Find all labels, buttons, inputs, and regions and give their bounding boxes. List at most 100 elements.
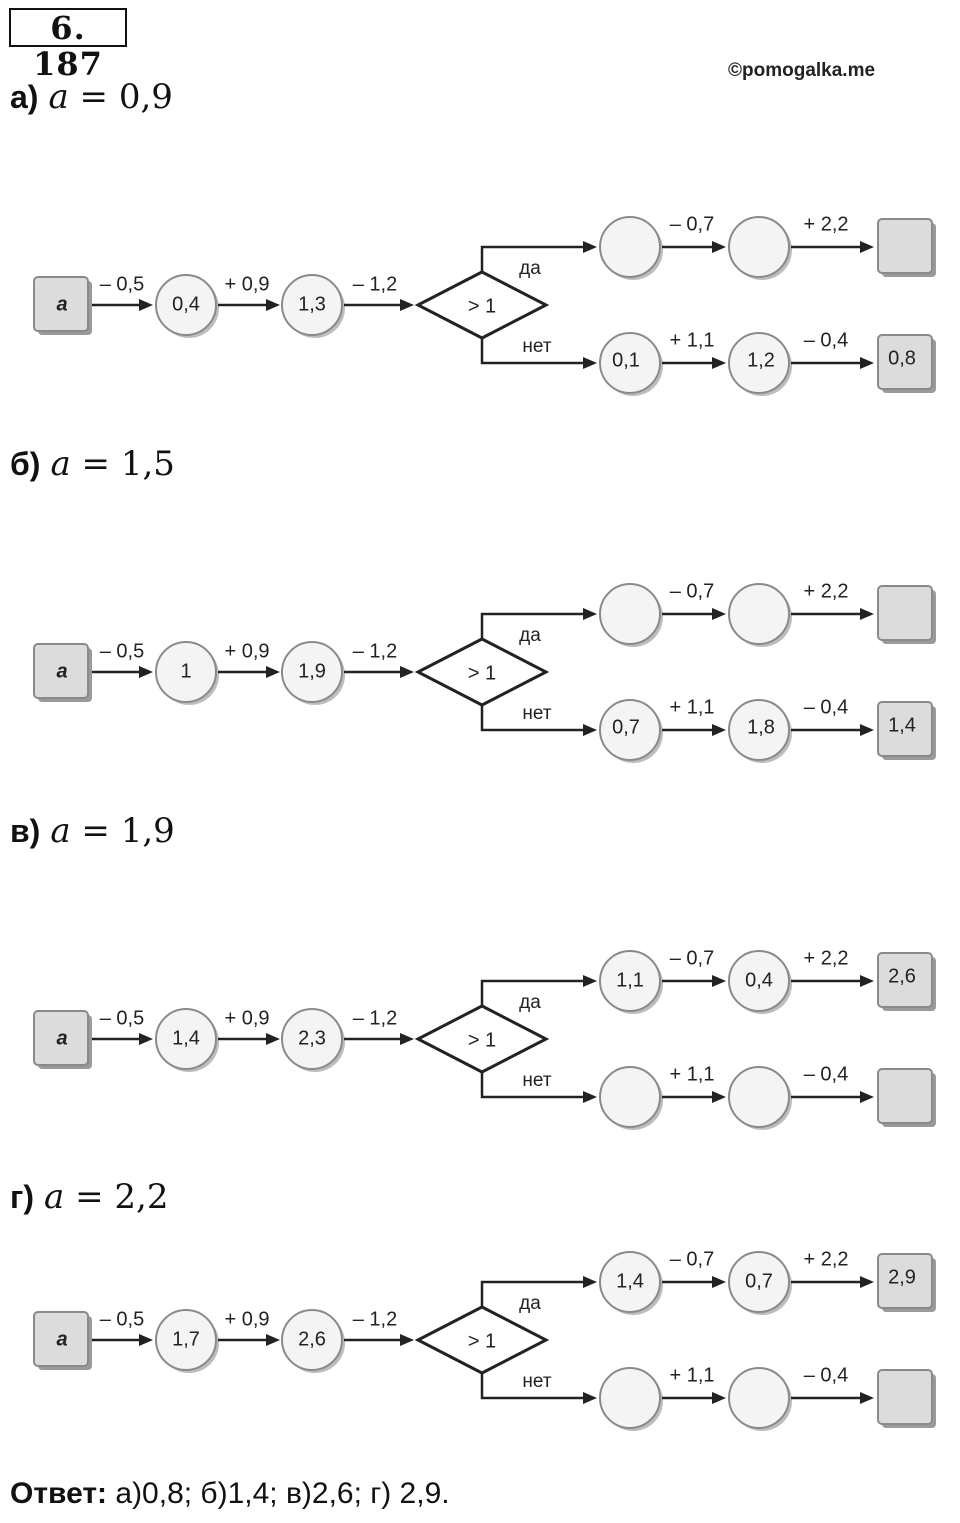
value-2: 2,3 <box>298 1027 326 1049</box>
yes-value-1: 1,1 <box>616 969 644 991</box>
watermark: ©pomogalka.me <box>728 60 876 81</box>
no-circle-2 <box>728 1066 790 1128</box>
variable-symbol: a <box>50 811 71 851</box>
a-value: 1,5 <box>120 444 175 484</box>
operation-label: + 2,2 <box>803 947 848 969</box>
yes-result-box <box>877 585 933 641</box>
operation-label: + 2,2 <box>803 1248 848 1270</box>
operation-label: + 0,9 <box>224 273 269 295</box>
branch-yes-label: да <box>519 992 541 1013</box>
operation-label: – 0,7 <box>670 1248 714 1270</box>
operation-label: – 0,5 <box>100 1308 144 1330</box>
operation-label: – 0,7 <box>670 213 714 235</box>
value-circle-1 <box>155 1309 217 1371</box>
yes-circle-2 <box>728 583 790 645</box>
no-circle-1 <box>599 1066 661 1128</box>
operation-label: + 1,1 <box>669 1063 714 1085</box>
yes-circle-2 <box>728 216 790 278</box>
yes-result: 2,9 <box>888 1266 916 1288</box>
variable-symbol: a <box>44 1177 65 1217</box>
part-letter: в) <box>10 813 41 849</box>
a-value: 0,9 <box>118 77 173 117</box>
part-a-header: а) a = 0,9 <box>10 77 173 117</box>
answer-label: Ответ: <box>10 1477 108 1510</box>
condition-label: > 1 <box>468 662 496 684</box>
operation-label: + 1,1 <box>669 696 714 718</box>
yes-circle-1 <box>599 1251 661 1313</box>
operation-label: + 0,9 <box>224 1308 269 1330</box>
value-2: 1,9 <box>298 660 326 682</box>
start-box <box>33 276 89 332</box>
operation-label: – 0,7 <box>670 947 714 969</box>
no-result-box <box>877 701 933 757</box>
no-value-1: 0,1 <box>612 349 640 371</box>
value-1: 1,4 <box>172 1027 200 1049</box>
yes-result-box <box>877 952 933 1008</box>
yes-value-2: 0,7 <box>745 1270 773 1292</box>
operation-label: + 1,1 <box>669 1364 714 1386</box>
yes-circle-1 <box>599 583 661 645</box>
branch-yes-label: да <box>519 258 541 279</box>
branch-yes-label: да <box>519 1293 541 1314</box>
value-circle-1 <box>155 1008 217 1070</box>
no-result: 1,4 <box>888 714 916 736</box>
operation-label: + 0,9 <box>224 1007 269 1029</box>
yes-value-2: 0,4 <box>745 969 773 991</box>
operation-label: + 0,9 <box>224 640 269 662</box>
operation-label: – 0,4 <box>804 696 848 718</box>
no-result-box <box>877 334 933 390</box>
operation-label: – 0,5 <box>100 273 144 295</box>
condition-diamond <box>414 637 550 707</box>
start-box <box>33 1311 89 1367</box>
operation-label: – 0,4 <box>804 1364 848 1386</box>
operation-label: – 0,4 <box>804 329 848 351</box>
a-value: 1,9 <box>120 811 175 851</box>
start-label: a <box>56 1027 67 1049</box>
yes-result-box <box>877 218 933 274</box>
no-result-box <box>877 1369 933 1425</box>
start-label: a <box>56 293 67 315</box>
part-letter: г) <box>10 1179 34 1215</box>
no-circle-1 <box>599 1367 661 1429</box>
no-value-2: 1,2 <box>747 349 775 371</box>
condition-diamond <box>414 1004 550 1074</box>
value-circle-2 <box>281 274 343 336</box>
branch-no-label: нет <box>522 1070 551 1091</box>
no-circle-1 <box>599 699 661 761</box>
yes-circle-1 <box>599 216 661 278</box>
start-label: a <box>56 660 67 682</box>
value-2: 2,6 <box>298 1328 326 1350</box>
task-number: 6. 187 <box>9 8 127 82</box>
variable-symbol: a <box>48 77 69 117</box>
value-1: 1,7 <box>172 1328 200 1350</box>
condition-diamond <box>414 1305 550 1375</box>
condition-label: > 1 <box>468 295 496 317</box>
operation-label: – 0,5 <box>100 640 144 662</box>
operation-label: – 1,2 <box>353 1007 397 1029</box>
branch-no-label: нет <box>522 336 551 357</box>
part-d-header: г) a = 2,2 <box>10 1177 169 1217</box>
yes-result: 2,6 <box>888 965 916 987</box>
yes-circle-2 <box>728 1251 790 1313</box>
operation-label: – 1,2 <box>353 640 397 662</box>
start-box <box>33 1010 89 1066</box>
part-b-header: б) a = 1,5 <box>10 444 175 484</box>
yes-circle-1 <box>599 950 661 1012</box>
answer-line: Ответ: а)0,8; б)1,4; в)2,6; г) 2,9. <box>10 1477 450 1511</box>
operation-label: + 1,1 <box>669 329 714 351</box>
value-1: 1 <box>180 660 191 682</box>
yes-value-1: 1,4 <box>616 1270 644 1292</box>
part-letter: а) <box>10 79 39 115</box>
answer-text: а)0,8; б)1,4; в)2,6; г) 2,9. <box>107 1477 450 1510</box>
yes-circle-2 <box>728 950 790 1012</box>
operation-label: – 1,2 <box>353 273 397 295</box>
branch-yes-label: да <box>519 625 541 646</box>
